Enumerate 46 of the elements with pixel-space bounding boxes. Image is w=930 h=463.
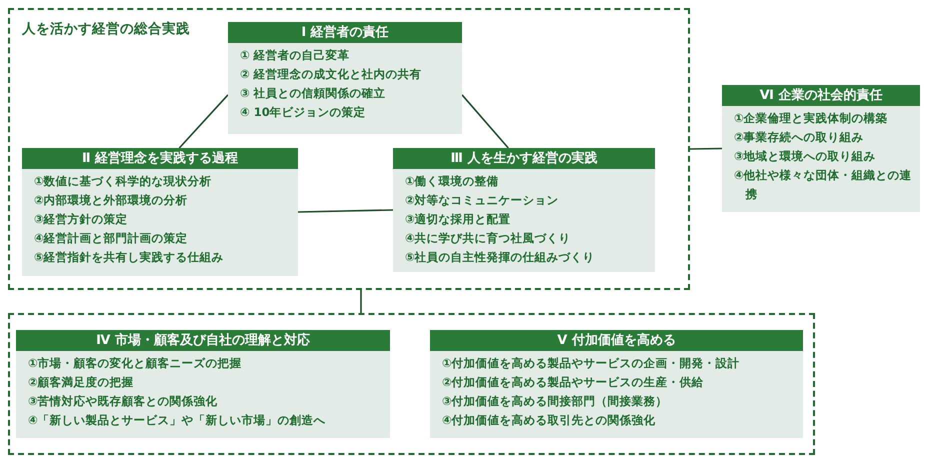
section-box (430, 330, 803, 438)
section-header: Ⅱ 経営理念を実践する過程 (22, 148, 298, 169)
dashed-frame (8, 313, 815, 455)
section-box (22, 148, 298, 276)
list-item: ②付加価値を高める製品やサービスの生産・供給 (442, 374, 705, 391)
list-item: ②対等なコミュニケーション (405, 192, 560, 209)
list-item: ①付加価値を高める製品やサービスの企画・開発・設計 (442, 355, 741, 372)
list-item: ③地域と環境への取り組み (734, 148, 877, 165)
list-item: ①働く環境の整備 (405, 173, 500, 190)
section-box (722, 85, 920, 212)
list-item: ④ 10年ビジョンの策定 (240, 104, 367, 121)
connector-line (178, 94, 229, 149)
frame-title: 人を活かす経営の総合実践 (22, 20, 190, 38)
list-item: ④共に学び共に育つ社風づくり (405, 230, 572, 247)
dashed-frame (8, 8, 690, 290)
connector-line (298, 209, 394, 213)
list-item: ③苦情対応や既存顧客との関係強化 (28, 393, 219, 410)
section-box (16, 330, 390, 438)
section-box (393, 148, 655, 272)
list-item: ⑤社員の自主性発揮の仕組みづくり (405, 249, 596, 266)
section-header: Ⅴ 付加価値を高める (430, 330, 803, 351)
list-item: ② 経営理念の成文化と社内の共有 (240, 66, 423, 83)
list-item: ③経営方針の策定 (34, 211, 129, 228)
list-item: ②内部環境と外部環境の分析 (34, 192, 189, 209)
section-box (228, 22, 462, 134)
list-item: ③付加価値を高める間接部門（間接業務） (442, 393, 669, 410)
list-item: ④他社や様々な団体・組織との連携 (734, 167, 912, 203)
list-item: ③ 社員との信頼関係の確立 (240, 85, 387, 102)
list-item: ④経営計画と部門計画の策定 (34, 230, 189, 247)
section-header: Ⅳ 市場・顧客及び自社の理解と対応 (16, 330, 390, 351)
list-item: ②事業存続への取り組み (734, 129, 865, 146)
connector-line (360, 290, 362, 313)
list-item: ①市場・顧客の変化と顧客ニーズの把握 (28, 355, 243, 372)
connector-line (461, 94, 509, 149)
list-item: ④「新しい製品とサービス」や「新しい市場」の創造へ (28, 412, 327, 429)
list-item: ①企業倫理と実践体制の構築 (734, 110, 889, 127)
list-item: ②顧客満足度の把握 (28, 374, 135, 391)
list-item: ①数値に基づく科学的な現状分析 (34, 173, 213, 190)
list-item: ⑤経営指針を共有し実践する仕組み (34, 249, 225, 266)
section-header: Ⅰ 経営者の責任 (228, 22, 462, 43)
list-item: ① 経営者の自己変革 (240, 47, 351, 64)
section-header: Ⅲ 人を生かす経営の実践 (393, 148, 655, 169)
section-header: Ⅵ 企業の社会的責任 (722, 85, 920, 106)
connector-line (690, 148, 722, 150)
list-item: ③適切な採用と配置 (405, 211, 512, 228)
list-item: ④付加価値を高める取引先との関係強化 (442, 412, 657, 429)
